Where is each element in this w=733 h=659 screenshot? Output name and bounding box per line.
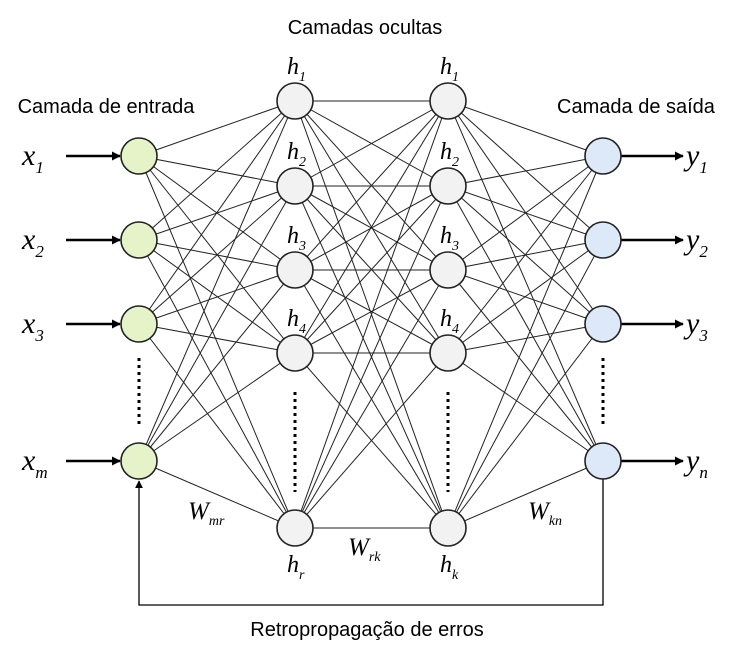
backprop-arrow bbox=[135, 479, 604, 606]
edge-hidden1-4-hidden2-1 bbox=[294, 185, 449, 529]
weight-label-rk: Wrk bbox=[348, 534, 381, 565]
edge-hidden2-4-output-0 bbox=[447, 155, 604, 529]
weight-label-kn: Wkn bbox=[528, 498, 562, 529]
node-hidden1-4 bbox=[276, 509, 314, 547]
hidden2-label-1: h1 bbox=[440, 54, 459, 85]
node-hidden2-2 bbox=[429, 251, 467, 289]
hidden2-label-k: hk bbox=[440, 552, 459, 583]
input-label-3: x3 bbox=[21, 307, 44, 345]
edge-hidden2-3-output-3 bbox=[447, 352, 604, 462]
hidden2-label-3: h3 bbox=[440, 223, 459, 254]
edge-hidden2-3-output-1 bbox=[447, 239, 604, 354]
edge-hidden2-4-output-2 bbox=[447, 323, 604, 529]
hidden1-label-3: h3 bbox=[287, 223, 306, 254]
edge-hidden2-2-output-0 bbox=[447, 155, 604, 271]
edge-hidden1-3-hidden2-1 bbox=[294, 185, 449, 354]
node-hidden2-1 bbox=[429, 167, 467, 205]
edge-input-0-hidden1-4 bbox=[138, 155, 296, 529]
edge-hidden1-4-hidden2-2 bbox=[294, 269, 449, 529]
edge-hidden1-3-hidden2-0 bbox=[294, 100, 449, 354]
node-hidden1-0 bbox=[276, 82, 314, 120]
edge-hidden2-1-output-3 bbox=[447, 185, 604, 462]
node-output-0 bbox=[584, 137, 622, 175]
node-input-1 bbox=[120, 221, 158, 259]
edge-input-3-hidden1-2 bbox=[138, 269, 296, 462]
output-label-2: y2 bbox=[683, 223, 708, 261]
edge-hidden1-2-hidden2-0 bbox=[294, 100, 449, 271]
edge-hidden1-3-hidden2-2 bbox=[294, 269, 449, 354]
edge-input-1-hidden1-0 bbox=[138, 100, 296, 241]
node-hidden2-0 bbox=[429, 82, 467, 120]
edge-input-2-hidden1-4 bbox=[138, 323, 296, 529]
io-arrows bbox=[66, 151, 684, 466]
edge-input-3-hidden1-4 bbox=[138, 460, 296, 529]
node-labels: x1 x2 x3 xm y1 y2 y3 yn h1 h2 h3 h4 hr h1 h2 h3 h4 hk bbox=[21, 54, 708, 583]
output-label-1: y1 bbox=[683, 139, 708, 177]
edge-hidden2-0-output-3 bbox=[447, 100, 604, 462]
output-layer-title: Camada de saída bbox=[557, 96, 716, 118]
hidden2-label-2: h2 bbox=[440, 139, 459, 170]
edge-input-2-hidden1-1 bbox=[138, 185, 296, 325]
input-label-2: x2 bbox=[21, 223, 44, 261]
node-hidden2-4 bbox=[429, 509, 467, 547]
node-hidden1-3 bbox=[276, 334, 314, 372]
edge-input-3-hidden1-1 bbox=[138, 185, 296, 462]
node-output-3 bbox=[584, 442, 622, 480]
edge-hidden2-4-output-3 bbox=[447, 460, 604, 529]
backprop-title: Retropropagação de erros bbox=[250, 619, 483, 641]
ellipsis-dots bbox=[137, 358, 605, 492]
node-input-0 bbox=[120, 137, 158, 175]
edge-hidden1-4-hidden2-3 bbox=[294, 352, 449, 529]
input-label-m: xm bbox=[21, 444, 48, 482]
edge-hidden2-4-output-1 bbox=[447, 239, 604, 529]
edge-hidden1-2-hidden2-1 bbox=[294, 185, 449, 271]
node-input-3 bbox=[120, 442, 158, 480]
edge-input-2-hidden1-2 bbox=[138, 269, 296, 325]
input-layer-title: Camada de entrada bbox=[18, 96, 196, 118]
hidden1-label-2: h2 bbox=[287, 139, 306, 170]
hidden-layers-title: Camadas ocultas bbox=[288, 17, 443, 39]
edge-input-2-hidden1-0 bbox=[138, 100, 296, 325]
output-label-n: yn bbox=[683, 444, 708, 482]
edge-input-3-hidden1-3 bbox=[138, 352, 296, 462]
hidden1-label-r: hr bbox=[287, 552, 305, 583]
connection-edges bbox=[138, 100, 604, 529]
edge-hidden2-3-output-0 bbox=[447, 155, 604, 354]
node-hidden1-2 bbox=[276, 251, 314, 289]
node-input-2 bbox=[120, 305, 158, 343]
node-hidden1-1 bbox=[276, 167, 314, 205]
node-hidden2-3 bbox=[429, 334, 467, 372]
backprop-path bbox=[135, 479, 604, 606]
edge-hidden2-0-output-0 bbox=[447, 100, 604, 157]
hidden2-label-4: h4 bbox=[440, 306, 459, 337]
node-output-2 bbox=[584, 305, 622, 343]
edge-input-0-hidden1-0 bbox=[138, 100, 296, 157]
edge-hidden2-2-output-3 bbox=[447, 269, 604, 462]
weight-label-mr: Wmr bbox=[188, 498, 225, 529]
edge-input-1-hidden1-4 bbox=[138, 239, 296, 529]
edge-hidden2-1-output-0 bbox=[447, 155, 604, 187]
output-label-3: y3 bbox=[683, 307, 708, 345]
hidden1-label-4: h4 bbox=[287, 306, 306, 337]
edge-hidden1-4-hidden2-0 bbox=[294, 100, 449, 529]
edge-input-2-hidden1-3 bbox=[138, 323, 296, 354]
edge-input-3-hidden1-0 bbox=[138, 100, 296, 462]
edge-hidden1-1-hidden2-0 bbox=[294, 100, 449, 187]
edge-hidden2-3-output-2 bbox=[447, 323, 604, 354]
neuron-nodes bbox=[120, 82, 622, 547]
node-output-1 bbox=[584, 221, 622, 259]
hidden1-label-1: h1 bbox=[287, 54, 306, 85]
input-label-1: x1 bbox=[21, 139, 44, 177]
